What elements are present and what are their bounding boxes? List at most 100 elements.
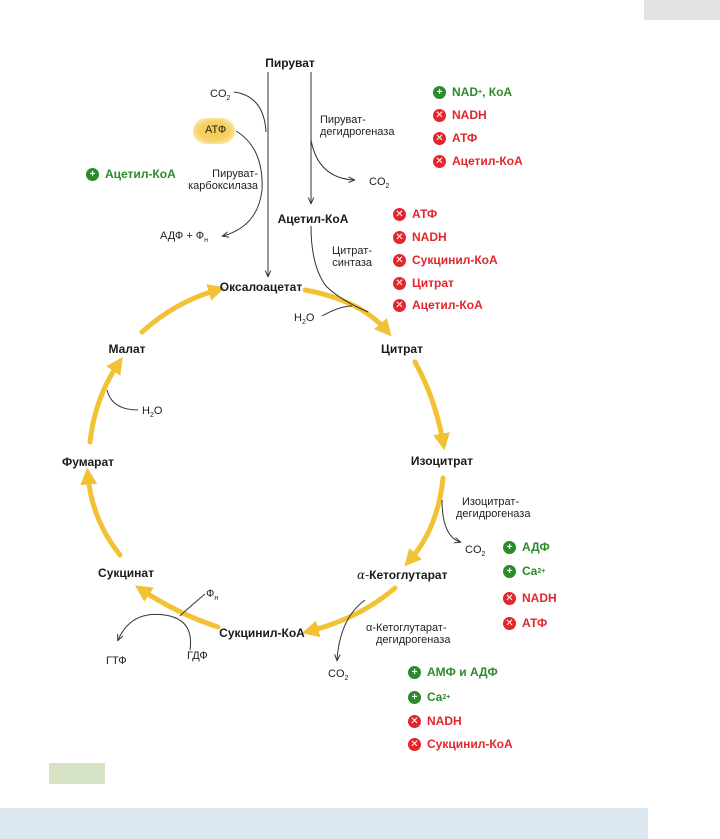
regulator-item: ✕ Ацетил-КоА	[393, 297, 483, 313]
regulator-item: ✕ NADH	[408, 713, 462, 729]
plus-circle-icon: +	[503, 564, 516, 578]
metabolite-acetyl-coa: Ацетил-КоА	[277, 212, 349, 226]
green-highlight-box	[49, 763, 105, 784]
line-pdh-co2	[310, 139, 354, 180]
adp-pi-molecule: АДФ + Фн	[160, 230, 208, 247]
co2-isocitrate-dh: CO2	[465, 544, 485, 561]
bottom-band	[0, 808, 648, 839]
enzyme-citrate-synthase: Цитрат- синтаза	[332, 245, 372, 269]
regulator-label: АТФ	[412, 207, 438, 221]
regulator-label: АМФ и АДФ	[427, 665, 498, 679]
cycle-arrow-succinylcoa-succinate	[134, 585, 221, 630]
regulator-label: Сукцинил-КоА	[427, 737, 513, 751]
pi-text: Ф	[206, 588, 215, 600]
regulator-item: ✕ Цитрат	[393, 275, 454, 291]
x-circle-icon: ✕	[433, 131, 446, 145]
line-pi-in	[179, 593, 206, 617]
regulator-item: ✕ Ацетил-КоА	[433, 153, 523, 169]
regulator-item: ✕ Сукцинил-КоА	[393, 252, 498, 268]
h2o-h: H	[142, 405, 150, 417]
regulator-label: NADH	[452, 108, 487, 122]
h2o-o: O	[305, 312, 315, 324]
regulator-label: NADH	[522, 591, 557, 605]
regulator-label: Ацетил-КоА	[105, 167, 176, 181]
ketoglutarate-name: Кетоглутарат	[369, 568, 448, 582]
cycle-arrow-citrate-isocitrate	[412, 359, 450, 451]
regulator-label: АТФ	[522, 616, 548, 630]
regulator-item: + АДФ	[503, 539, 550, 555]
regulator-item: ✕ АТФ	[503, 615, 547, 631]
x-circle-icon: ✕	[503, 591, 516, 605]
pi-molecule: Фн	[206, 588, 218, 605]
co2-text: CO	[210, 88, 227, 100]
enzyme-alpha-kg-dh: α-Кетоглутарат- дегидрогеназа	[366, 622, 450, 646]
plus-circle-icon: +	[408, 690, 421, 704]
alpha-prefix: α-	[357, 568, 370, 582]
h2o-o: O	[153, 405, 163, 417]
line-idh-co2	[441, 499, 460, 542]
line-gdp-gtp	[118, 613, 192, 651]
regulator-label: NADH	[427, 714, 462, 728]
metabolite-citrate: Цитрат	[381, 342, 423, 356]
cycle-arrow-isocitrate-ketoglutarate	[404, 475, 446, 567]
enzyme-pdh-line1: Пируват-	[320, 114, 366, 126]
x-circle-icon: ✕	[393, 230, 406, 244]
line-h2o-cs	[321, 305, 353, 317]
metabolite-succinyl-coa: Сукцинил-КоА	[219, 626, 305, 640]
enzyme-pdh: Пируват- дегидрогеназа	[320, 114, 394, 138]
regulator-label: Ca	[522, 564, 538, 578]
metabolite-pyruvate: Пируват	[265, 56, 315, 70]
h2o-sub: 2	[301, 319, 306, 327]
regulator-sup: +	[478, 88, 483, 96]
h2o-citrate-synthase: H2O	[294, 312, 314, 329]
enzyme-idh-line1: Изоцитрат-	[462, 496, 520, 508]
line-kgdh-co2	[337, 599, 366, 660]
co2-text: CO	[328, 668, 345, 680]
corner-gray-box	[644, 0, 720, 20]
x-circle-icon: ✕	[393, 253, 406, 267]
line-h2o-fumarase	[106, 389, 139, 411]
reaction-lines	[106, 72, 460, 660]
enzyme-idh-line2: дегидрогеназа	[456, 508, 531, 520]
regulator-suffix: , КоА	[482, 85, 513, 99]
cycle-arrow-fumarate-malate	[87, 356, 123, 445]
metabolite-succinate: Сукцинат	[98, 566, 154, 580]
x-circle-icon: ✕	[393, 207, 406, 221]
co2-alpha-kg-dh: CO2	[328, 668, 348, 685]
co2-carboxylase: CO2	[210, 88, 230, 105]
enzyme-cs-line2: синтаза	[332, 257, 372, 269]
regulator-item: + NAD+, КоА	[433, 84, 512, 100]
regulator-item: ✕ АТФ	[433, 130, 477, 146]
pi-sub: н	[214, 595, 219, 603]
regulator-sup: 2+	[537, 567, 546, 575]
metabolite-oxaloacetate: Оксалоацетат	[219, 280, 303, 294]
cycle-arrow-malate-oxaloacetate	[139, 284, 226, 335]
x-circle-icon: ✕	[433, 108, 446, 122]
x-circle-icon: ✕	[433, 154, 446, 168]
x-circle-icon: ✕	[408, 737, 421, 751]
co2-sub: 2	[344, 675, 349, 683]
co2-sub: 2	[385, 183, 390, 191]
adp-pi-sub: н	[204, 237, 209, 245]
metabolite-malate: Малат	[108, 342, 146, 356]
enzyme-pc-line1: Пируват-	[212, 168, 258, 180]
metabolite-fumarate: Фумарат	[61, 455, 115, 469]
cycle-arrow-ketoglutarate-succinylcoa	[301, 585, 398, 638]
adp-pi-text: АДФ + Ф	[160, 230, 205, 242]
x-circle-icon: ✕	[393, 276, 406, 290]
enzyme-isocitrate-dh: Изоцитрат- дегидрогеназа	[456, 496, 530, 520]
gdp-molecule: ГДФ	[187, 650, 208, 662]
metabolite-alpha-ketoglutarate: α-Кетоглутарат	[357, 568, 447, 582]
h2o-fumarase: H2O	[142, 405, 162, 422]
enzyme-pdh-line2: дегидрогеназа	[320, 126, 395, 138]
plus-circle-icon: +	[503, 540, 516, 554]
regulator-sup: 2+	[442, 693, 451, 701]
enzyme-pc-line2: карбоксилаза	[188, 180, 258, 192]
atp-molecule: АТФ	[205, 124, 227, 136]
regulator-label: Цитрат	[412, 276, 454, 290]
h2o-sub: 2	[149, 412, 154, 420]
regulator-item: ✕ NADH	[433, 107, 487, 123]
co2-pdh: CO2	[369, 176, 389, 193]
enzyme-kgdh-line2: дегидрогеназа	[376, 634, 451, 646]
